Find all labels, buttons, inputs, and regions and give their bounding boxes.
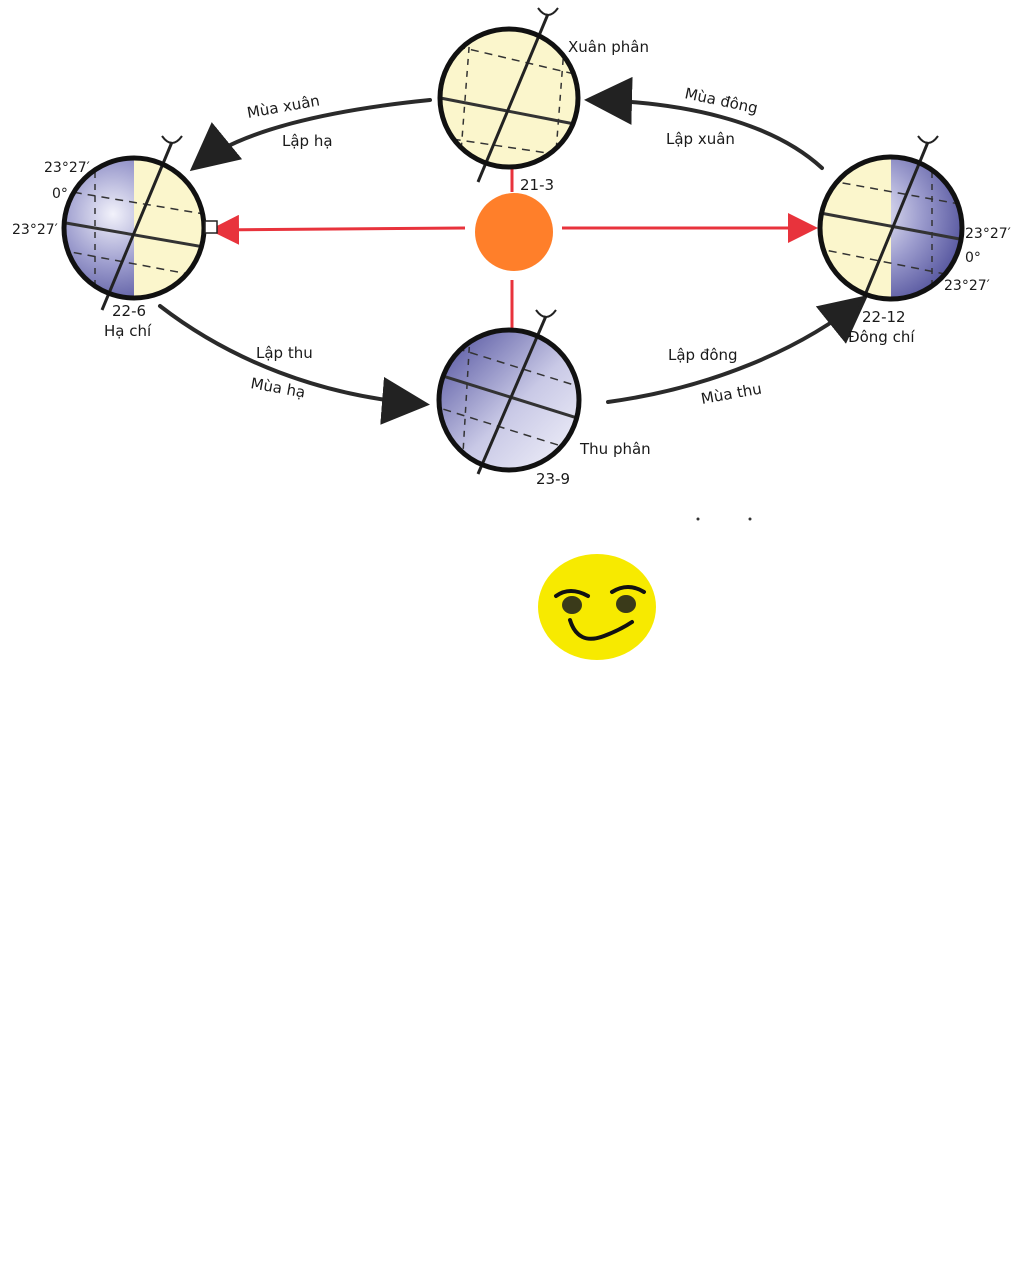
winter-deg-top: 23°27′	[965, 226, 1011, 242]
autumn-name-label: Thu phân	[579, 440, 651, 458]
summer-name-label: Hạ chí	[104, 322, 152, 340]
arc-bottom-right-season: Mùa thu	[700, 380, 764, 408]
spring-date-label: 21-3	[520, 176, 554, 194]
spring-name-label: Xuân phân	[568, 38, 649, 56]
arc-bottom-left-term: Lập thu	[256, 344, 313, 362]
summer-deg-bot: 23°27′	[12, 222, 58, 238]
arrow-top-right	[584, 76, 824, 170]
autumn-date-label: 23-9	[536, 470, 570, 488]
summer-date-label: 22-6	[112, 302, 146, 320]
earth-globe-icon	[817, 135, 965, 313]
arrow-bottom-left	[158, 304, 430, 425]
arrow-top-left	[189, 98, 432, 172]
arc-bottom-right-term: Lập đông	[668, 346, 738, 364]
winter-date-label: 22-12	[862, 308, 906, 326]
sun-icon	[475, 193, 553, 271]
smiley-face-icon	[538, 554, 656, 660]
earth-globe-icon	[436, 309, 582, 475]
stray-mark	[748, 517, 752, 521]
summer-deg-mid: 0°	[52, 186, 68, 202]
winter-name-label: Đông chí	[848, 328, 915, 346]
orbit-arrows	[158, 76, 869, 425]
arc-top-right-term: Lập xuân	[666, 130, 735, 148]
winter-deg-bot: 23°27′	[944, 278, 990, 294]
arc-top-left-term: Lập hạ	[282, 132, 333, 150]
stray-mark	[696, 517, 700, 521]
arrow-bottom-right	[606, 294, 869, 404]
winter-deg-mid: 0°	[965, 250, 981, 266]
summer-deg-top: 23°27′	[44, 160, 90, 176]
earth-globe-icon	[437, 7, 581, 183]
ray-to-summer	[209, 214, 466, 245]
